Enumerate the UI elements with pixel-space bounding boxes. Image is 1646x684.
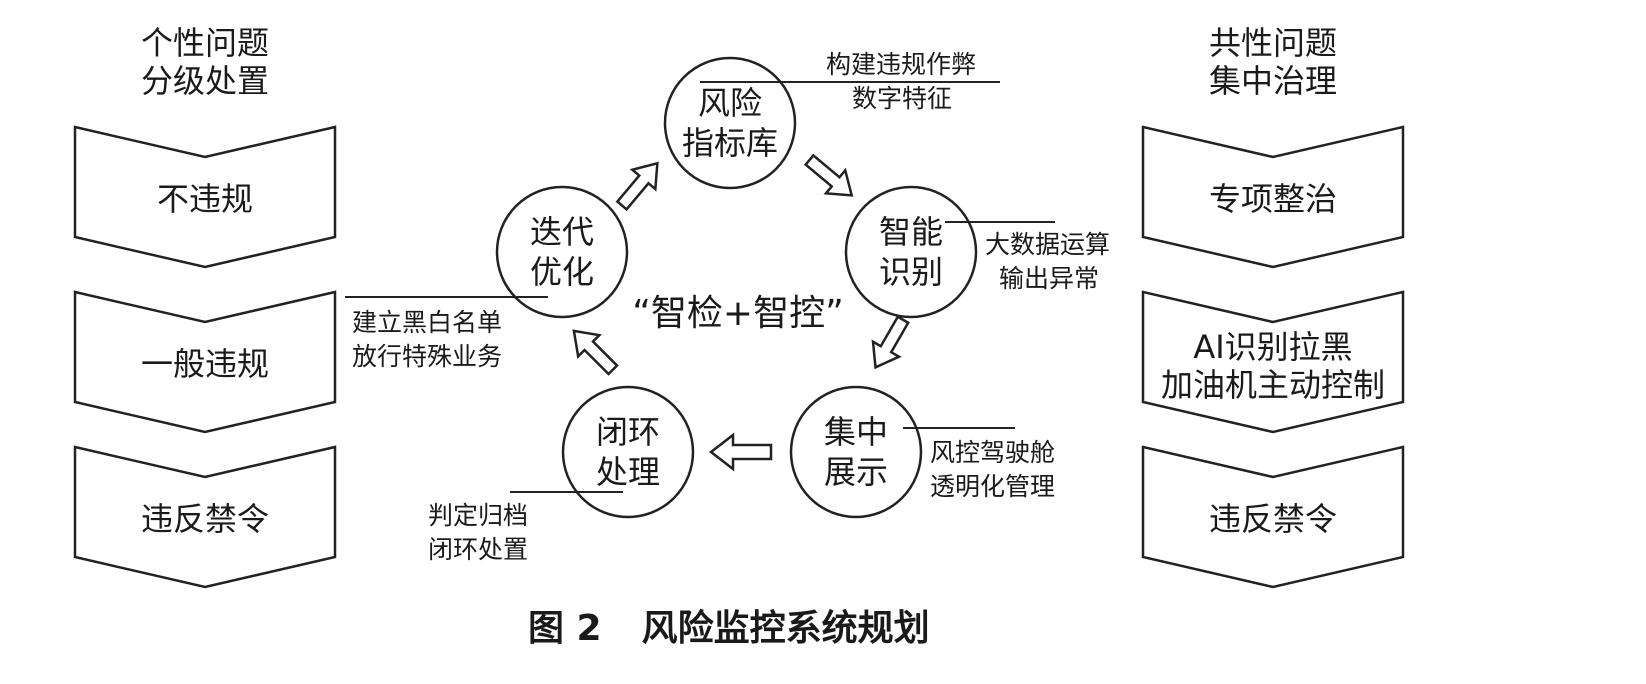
right-level-label: 专项整治 <box>1208 180 1337 218</box>
flow-arrow-up-right-icon <box>615 161 659 212</box>
node-label-line: 指标库 <box>681 124 778 162</box>
left-title-line: 分级处置 <box>140 62 269 101</box>
figure-caption: 图 2 风险监控系统规划 <box>528 607 930 650</box>
note-centralized-display: 风控驾驶舱 透明化管理 <box>930 436 1055 504</box>
left-level-label: 一般违规 <box>140 345 269 383</box>
chevron-left-1 <box>73 125 337 269</box>
node-label-iterative-optimization: 迭代 优化 <box>497 212 627 292</box>
right-level-line: AI识别拉黑 <box>1193 328 1353 366</box>
left-column-title: 个性问题 分级处置 <box>95 24 315 101</box>
chevron-left-2 <box>73 290 337 434</box>
note-line: 大数据运算 <box>985 230 1111 259</box>
right-level-label: 违反禁令 <box>1208 500 1337 538</box>
node-label-line: 风险 <box>697 84 762 122</box>
note-closed-loop-handling: 判定归档 闭环处置 <box>428 499 528 567</box>
flow-arrow-down-left-icon <box>871 315 910 370</box>
node-label-risk-index-library: 风险 指标库 <box>665 83 795 163</box>
left-title-line: 个性问题 <box>140 24 269 62</box>
note-line: 输出异常 <box>999 264 1100 293</box>
node-label-line: 集中 <box>823 413 888 451</box>
node-label-line: 处理 <box>595 453 660 491</box>
circle-iterative-optimization <box>495 185 629 319</box>
figure-number: 图 2 <box>528 608 602 649</box>
right-column-title: 共性问题 集中治理 <box>1163 24 1383 101</box>
node-label-line: 识别 <box>878 253 943 291</box>
note-line: 透明化管理 <box>930 472 1056 501</box>
note-iterative-optimization: 建立黑白名单 放行特殊业务 <box>352 306 502 374</box>
note-risk-index-library: 构建违规作弊 数字特征 <box>826 48 976 116</box>
node-label-closed-loop-handling: 闭环 处理 <box>563 412 693 492</box>
left-level-label: 违反禁令 <box>140 500 269 538</box>
circle-closed-loop-handling <box>561 385 695 519</box>
note-line: 构建违规作弊 <box>826 50 977 79</box>
note-line: 数字特征 <box>852 84 953 113</box>
right-level-line: 加油机主动控制 <box>1160 366 1385 405</box>
right-title-line: 集中治理 <box>1208 62 1337 101</box>
right-level-label: AI识别拉黑 加油机主动控制 <box>1141 328 1405 405</box>
flow-arrow-left-icon <box>708 432 773 472</box>
circle-risk-index-library <box>663 56 797 190</box>
node-label-line: 优化 <box>529 253 594 291</box>
chevron-right-2 <box>1141 290 1405 434</box>
flow-arrow-up-left-icon <box>572 329 619 376</box>
note-line: 放行特殊业务 <box>352 342 503 371</box>
note-smart-identification: 大数据运算 输出异常 <box>985 228 1110 296</box>
cycle-center-label: “智检+智控” <box>632 293 844 334</box>
left-level-label: 不违规 <box>156 180 253 218</box>
node-label-line: 展示 <box>823 453 888 491</box>
note-line: 建立黑白名单 <box>352 308 503 337</box>
circle-centralized-display <box>789 385 923 519</box>
note-line: 闭环处置 <box>428 535 529 564</box>
figure-title: 风险监控系统规划 <box>641 608 930 649</box>
circle-smart-identification <box>844 185 978 319</box>
right-title-line: 共性问题 <box>1208 24 1337 62</box>
node-label-line: 智能 <box>878 213 943 251</box>
chevron-right-3 <box>1141 445 1405 589</box>
note-line: 风控驾驶舱 <box>930 438 1056 467</box>
node-label-line: 闭环 <box>595 413 660 451</box>
chevron-left-3 <box>73 445 337 589</box>
node-label-line: 迭代 <box>529 213 594 251</box>
node-label-smart-identification: 智能 识别 <box>846 212 976 292</box>
node-label-centralized-display: 集中 展示 <box>791 412 921 492</box>
note-line: 判定归档 <box>428 501 529 530</box>
chevron-right-1 <box>1141 125 1405 269</box>
flow-arrow-down-right-icon <box>803 153 854 197</box>
